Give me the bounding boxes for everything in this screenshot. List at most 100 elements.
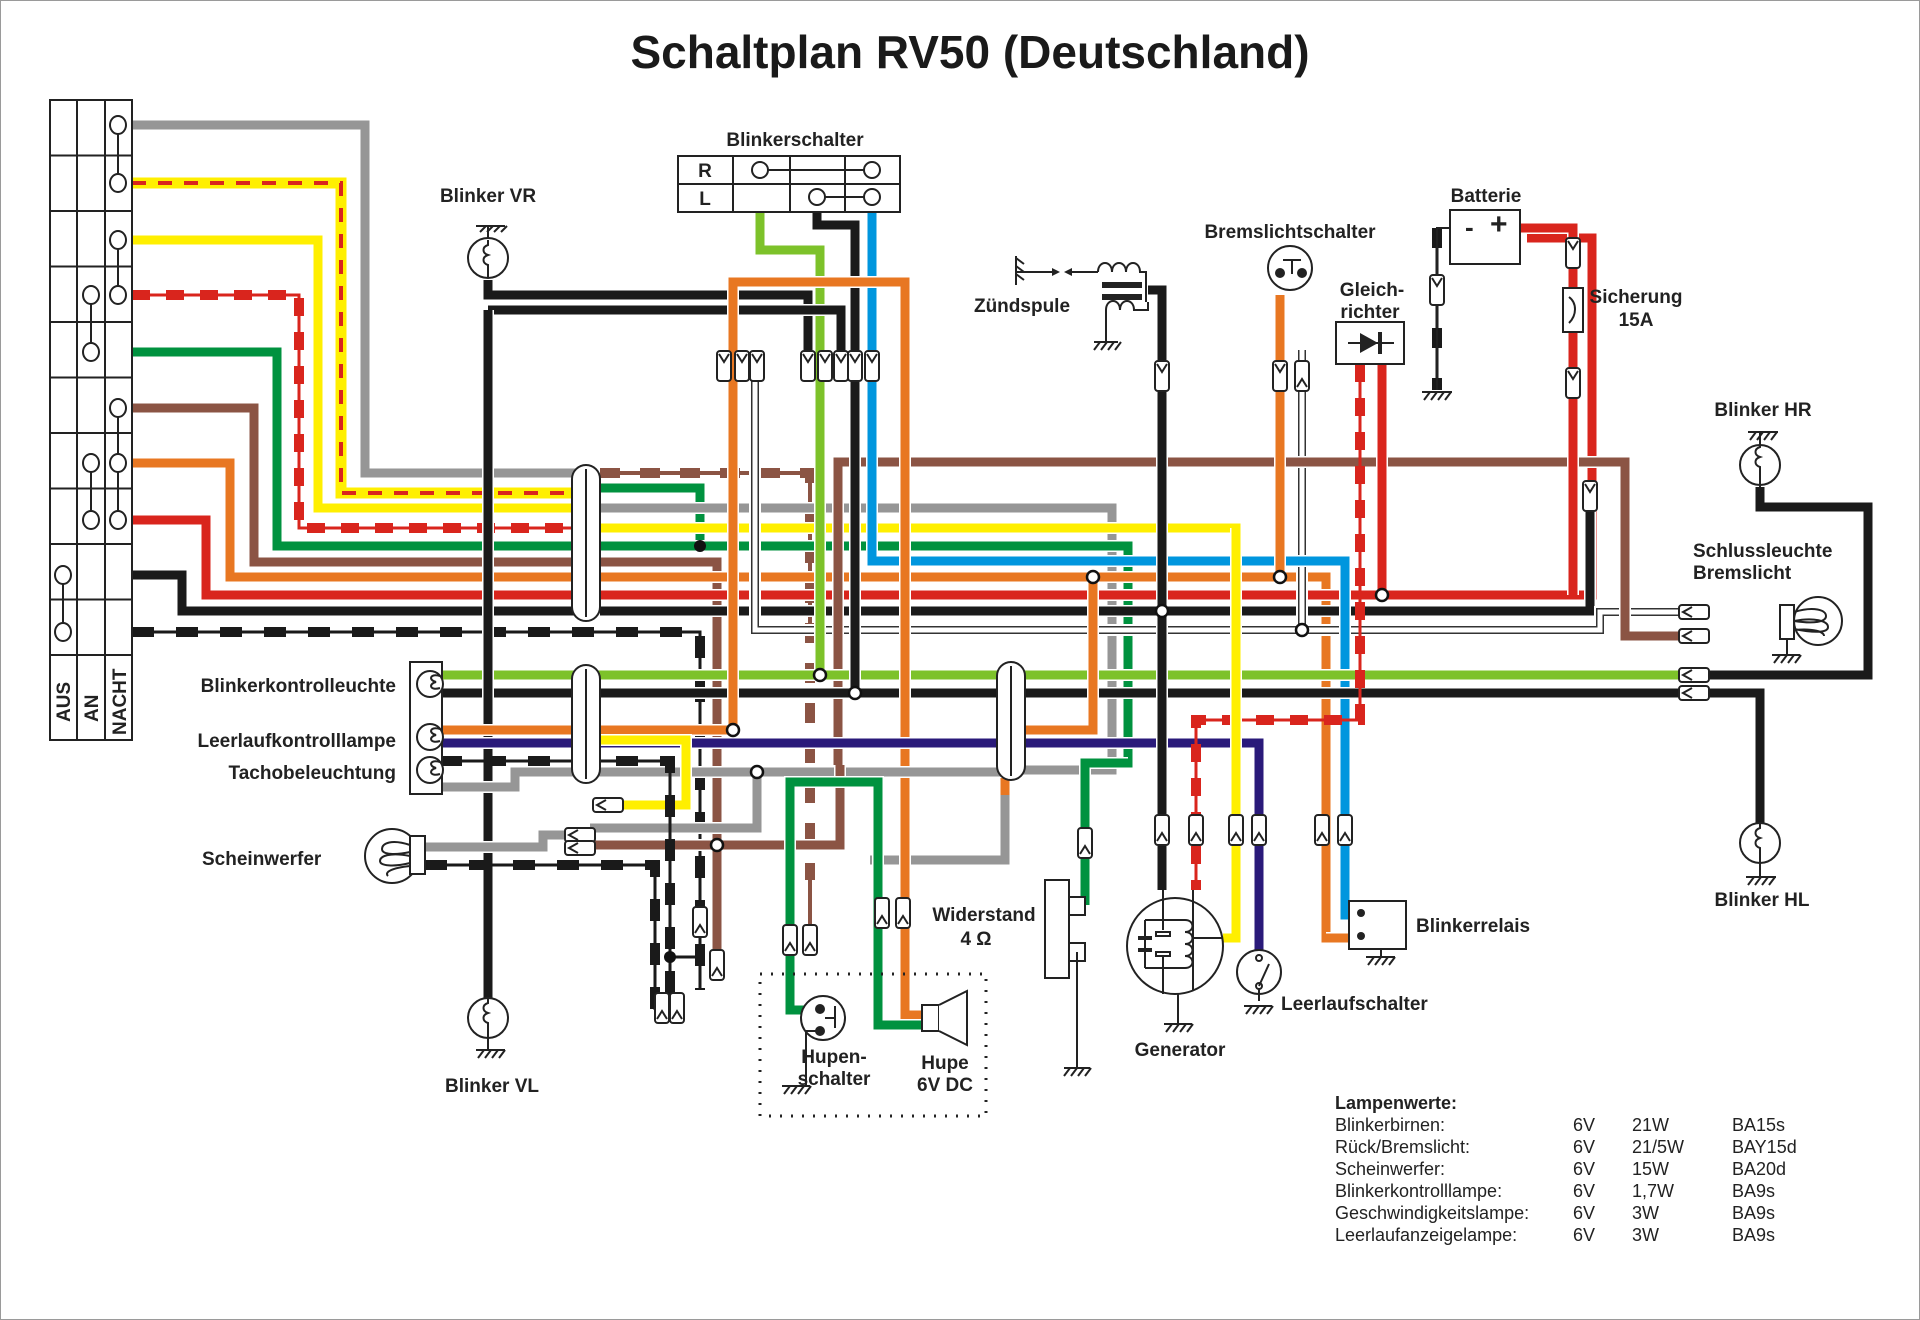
switch-contact-icon xyxy=(82,342,100,362)
horn-label-1: Hupe xyxy=(921,1053,969,1074)
wire xyxy=(600,557,722,950)
connector-arrow xyxy=(1296,377,1308,388)
neutral-lamp-label: Leerlaufkontrolllampe xyxy=(198,731,397,752)
connector-icon xyxy=(1429,274,1445,306)
wire xyxy=(600,503,1117,865)
switch-contact-icon xyxy=(109,453,127,473)
junction-node xyxy=(709,837,725,853)
blinker-switch-label: Blinkerschalter xyxy=(726,130,864,151)
connector-icon xyxy=(564,840,596,856)
switch-contact-icon xyxy=(109,115,127,135)
fuse-element xyxy=(1568,296,1576,324)
wire xyxy=(440,738,1264,950)
wire-thin xyxy=(440,759,672,1010)
lamp-table-socket: BA9s xyxy=(1732,1181,1775,1201)
connector-arrow xyxy=(718,353,730,364)
diagram-title: Schaltplan RV50 (Deutschland) xyxy=(630,26,1309,78)
wire-white-core xyxy=(1302,609,1680,633)
connector-arrow xyxy=(566,829,579,841)
battery: Batterie - + xyxy=(1422,186,1521,401)
switch-contact-icon xyxy=(109,510,127,530)
wire xyxy=(132,458,575,582)
ground-icon xyxy=(1746,876,1776,886)
wire xyxy=(590,772,762,833)
wire xyxy=(1223,528,1241,943)
switch-contact-icon xyxy=(109,285,127,305)
generator-label: Generator xyxy=(1135,1040,1226,1061)
tail-brake-light: Schlussleuchte Bremslicht xyxy=(1693,541,1843,664)
connector-icon xyxy=(800,350,816,382)
ground-icon xyxy=(1366,956,1396,966)
connector-icon xyxy=(817,350,833,382)
connector-icon xyxy=(1154,360,1170,392)
ground-icon xyxy=(1063,1067,1092,1077)
lamp-table-voltage: 6V xyxy=(1573,1159,1595,1179)
switch-contact-icon xyxy=(82,510,100,530)
connector-arrow xyxy=(1431,277,1443,288)
junction-node xyxy=(1085,569,1101,585)
connector-icon xyxy=(1272,360,1288,392)
headlight-label: Scheinwerfer xyxy=(202,849,322,870)
ground-icon xyxy=(1748,431,1778,441)
blinker-switch-row-r: R xyxy=(698,161,712,182)
spark-gap-icon xyxy=(1052,268,1072,276)
wire xyxy=(488,305,846,380)
horn-switch-label-2: schalter xyxy=(798,1069,871,1090)
lamp-table-name: Scheinwerfer: xyxy=(1335,1159,1445,1179)
connector-arrow xyxy=(1274,363,1286,374)
blinker-hr-label: Blinker HR xyxy=(1714,400,1811,421)
wire xyxy=(1148,285,1167,890)
relay-icon xyxy=(1348,900,1407,950)
switch-position-aus: AUS xyxy=(54,682,75,722)
blinker-vr-label: Blinker VR xyxy=(440,186,536,207)
wire xyxy=(755,212,825,675)
connector-arrow xyxy=(849,353,861,364)
wire xyxy=(1700,688,1765,823)
blinker-hl-label: Blinker HL xyxy=(1714,890,1809,911)
bulb-icon xyxy=(467,237,509,279)
fuse-label-1: Sicherung xyxy=(1590,287,1683,308)
wire-thin xyxy=(425,863,657,1010)
lamp-table-socket: BA15s xyxy=(1732,1115,1785,1135)
ignition-coil-label: Zündspule xyxy=(974,296,1070,317)
connector-icon xyxy=(1582,480,1598,512)
filament xyxy=(430,760,441,776)
blinker-hl: Blinker HL xyxy=(1714,822,1810,911)
generator: Generator xyxy=(1126,890,1226,1061)
wire xyxy=(132,120,575,478)
wire xyxy=(785,777,922,1030)
lamp-table-socket: BA20d xyxy=(1732,1159,1786,1179)
lamp-table-power: 3W xyxy=(1632,1225,1659,1245)
speedo-light-label: Tachobeleuchtung xyxy=(229,763,396,784)
connector-arrow xyxy=(866,353,878,364)
flasher-relay-label: Blinkerrelais xyxy=(1416,916,1530,937)
brake-light-switch: Bremslichtschalter xyxy=(1204,222,1376,291)
connector-arrow xyxy=(1230,831,1242,842)
connector-arrow xyxy=(1316,831,1328,842)
wire xyxy=(132,235,575,513)
tail-light-label-2: Bremslicht xyxy=(1693,563,1792,584)
switch-contact-icon xyxy=(54,622,72,642)
indicator-bulb-icon xyxy=(416,723,444,751)
connector-icon xyxy=(1678,628,1710,644)
fuse-label-2: 15A xyxy=(1619,310,1654,331)
rectifier-label-1: Gleich- xyxy=(1340,280,1404,301)
connector-arrow xyxy=(1680,630,1693,642)
headlight: Scheinwerfer xyxy=(202,828,426,884)
switch-contact-icon xyxy=(109,173,127,193)
lamp-table-name: Geschwindigkeitslampe: xyxy=(1335,1203,1529,1223)
ignition-switch: AUS AN NACHT xyxy=(49,99,133,741)
connector-arrow xyxy=(819,353,831,364)
connector-icon xyxy=(1678,685,1710,701)
connector-arrow xyxy=(876,914,888,925)
filament xyxy=(430,674,441,690)
connector-icon xyxy=(847,350,863,382)
connector-arrow xyxy=(1680,606,1693,618)
switch-contact-icon xyxy=(54,565,72,585)
blinker-vr: Blinker VR xyxy=(440,186,536,279)
horn-switch-label-1: Hupen- xyxy=(801,1047,866,1068)
wire xyxy=(833,457,1680,765)
wire-tracer xyxy=(132,181,575,495)
lamp-table-voltage: 6V xyxy=(1573,1137,1595,1157)
